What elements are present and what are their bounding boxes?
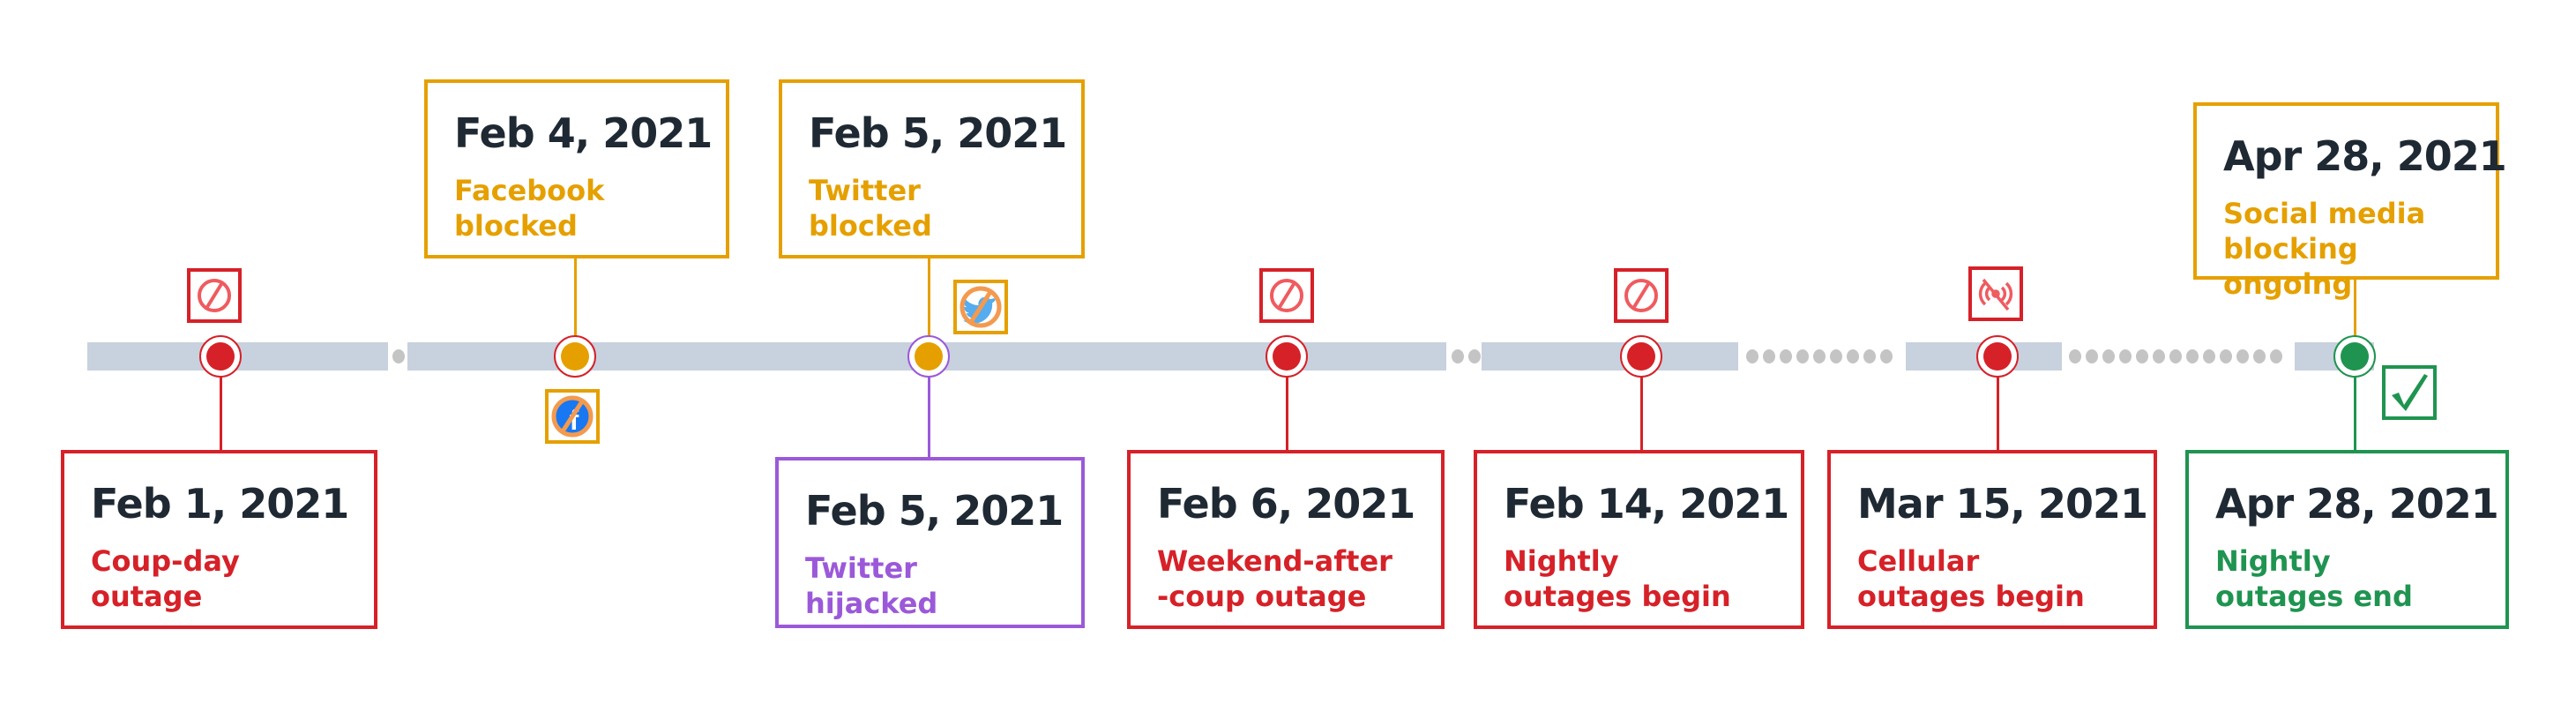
gap-dot [1880,349,1893,363]
leader-line [1997,371,1999,450]
marker-dot [915,342,943,371]
timeline-marker [554,335,596,378]
marker-dot [2341,342,2369,371]
event-date: Feb 5, 2021 [809,109,1067,157]
event-description: Facebook blocked [454,174,605,243]
gap-dot [2102,349,2115,363]
event-description: Twitter blocked [809,174,932,243]
marker-dot [1983,342,2012,371]
gap-dot [392,349,405,363]
event-date: Mar 15, 2021 [1857,480,2148,528]
event-description: Social media blocking ongoing [2223,197,2426,301]
gap-dot [1847,349,1859,363]
gap-dot [2186,349,2199,363]
timeline-marker [907,335,950,378]
no-entry-icon [1614,268,1669,323]
gap-dot [2220,349,2232,363]
gap-dot [1780,349,1792,363]
leader-line [2354,280,2356,353]
no-entry-icon [187,268,242,323]
timeline-marker [1266,335,1308,378]
event-date: Feb 14, 2021 [1504,480,1789,528]
gap-dot [1746,349,1758,363]
leader-line [1640,371,1643,450]
event-date: Feb 4, 2021 [454,109,713,157]
leader-line [220,371,222,450]
event-date: Feb 5, 2021 [805,487,1064,535]
leader-line [2354,371,2356,450]
event-date: Feb 6, 2021 [1157,480,1415,528]
timeline-marker [199,335,242,378]
leader-line [928,371,930,457]
gap-dot [1452,349,1464,363]
gap-dot [1763,349,1775,363]
timeline-marker [1620,335,1662,378]
marker-dot [206,342,235,371]
gap-dot [2169,349,2182,363]
event-date: Apr 28, 2021 [2215,480,2499,528]
event-description: Coup-day outage [91,544,240,613]
svg-text:f: f [570,404,579,436]
leader-line [574,258,577,344]
facebook-blocked-icon: f [545,389,600,444]
no-entry-icon [1259,268,1314,323]
gap-dot [2119,349,2132,363]
gap-dot [2253,349,2266,363]
no-cellular-signal-icon [1968,266,2023,321]
event-description: Weekend-after -coup outage [1157,544,1393,613]
marker-dot [1627,342,1655,371]
event-description: Twitter hijacked [805,551,938,620]
gap-dot [2153,349,2165,363]
marker-dot [561,342,589,371]
gap-dot [2136,349,2148,363]
gap-dot [1863,349,1876,363]
event-description: Cellular outages begin [1857,544,2085,613]
event-date: Feb 1, 2021 [91,480,349,528]
gap-dot [2086,349,2098,363]
marker-dot [1273,342,1301,371]
gap-dot [2270,349,2282,363]
event-description: Nightly outages begin [1504,544,1731,613]
event-date: Apr 28, 2021 [2223,132,2507,180]
timeline-bar-segment [1482,342,1738,371]
gap-dot [2069,349,2081,363]
gap-dot [1796,349,1809,363]
gap-dot [2203,349,2215,363]
leader-line [1286,371,1288,450]
gap-dot [1468,349,1481,363]
gap-dot [1813,349,1826,363]
timeline-marker [1976,335,2019,378]
event-description: Nightly outages end [2215,544,2413,613]
gap-dot [2236,349,2249,363]
leader-line [928,258,930,344]
twitter-blocked-icon [953,280,1008,334]
gap-dot [1830,349,1842,363]
timeline-marker [2333,335,2376,378]
checkmark-icon [2382,365,2437,420]
